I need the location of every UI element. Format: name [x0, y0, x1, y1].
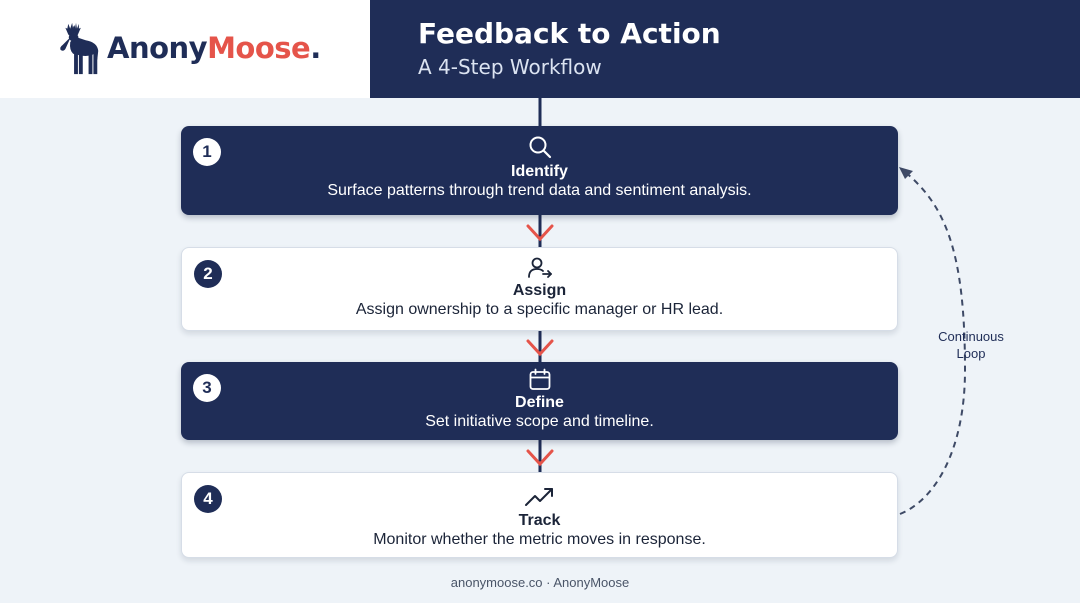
- step-number-badge: 2: [194, 260, 222, 288]
- step-description: Surface patterns through trend data and …: [327, 182, 752, 199]
- trending-up-icon: [524, 488, 553, 506]
- step-number-badge: 4: [194, 485, 222, 513]
- brand-name-part2: Moose: [207, 31, 311, 65]
- brand-dot: .: [310, 31, 321, 65]
- connector-3-4: [526, 438, 554, 474]
- step-description: Set initiative scope and timeline.: [425, 413, 654, 430]
- logo-panel: AnonyMoose.: [0, 0, 370, 98]
- step-number-badge: 3: [193, 374, 221, 402]
- loop-label: Continuous Loop: [925, 328, 1017, 362]
- brand-logo-text: AnonyMoose.: [107, 34, 321, 63]
- page-subtitle: A 4-Step Workflow: [418, 55, 602, 79]
- search-icon: [529, 136, 551, 159]
- page-title: Feedback to Action: [418, 17, 721, 50]
- step-card-identify: 1 Identify Surface patterns through tren…: [181, 126, 898, 215]
- step-title: Track: [518, 512, 561, 529]
- loop-label-line1: Continuous: [938, 329, 1004, 344]
- connector-2-3: [526, 329, 554, 364]
- footer-credit: anonymoose.co · AnonyMoose: [450, 575, 630, 590]
- calendar-icon: [529, 368, 550, 390]
- step-title: Define: [515, 394, 564, 411]
- loop-arrowhead: [899, 167, 913, 179]
- moose-icon: [60, 22, 99, 75]
- loop-arrow-path: [899, 170, 967, 515]
- step-card-assign: 2 Assign Assign ownership to a specific …: [181, 247, 898, 331]
- brand-name-part1: Anony: [107, 31, 208, 65]
- step-title: Assign: [512, 282, 567, 299]
- step-description: Monitor whether the metric moves in resp…: [373, 531, 706, 548]
- step-card-track: 4 Track Monitor whether the metric moves…: [181, 472, 898, 558]
- step-card-define: 3 Define Set initiative scope and timeli…: [181, 362, 898, 440]
- step-description: Assign ownership to a specific manager o…: [355, 301, 724, 318]
- header-banner: Feedback to Action A 4-Step Workflow: [370, 0, 1080, 98]
- loop-label-line2: Loop: [956, 346, 986, 361]
- step-number-badge: 1: [193, 138, 221, 166]
- user-arrow-icon: [527, 257, 552, 278]
- step-title: Identify: [511, 163, 568, 180]
- connector-1-2: [526, 213, 554, 249]
